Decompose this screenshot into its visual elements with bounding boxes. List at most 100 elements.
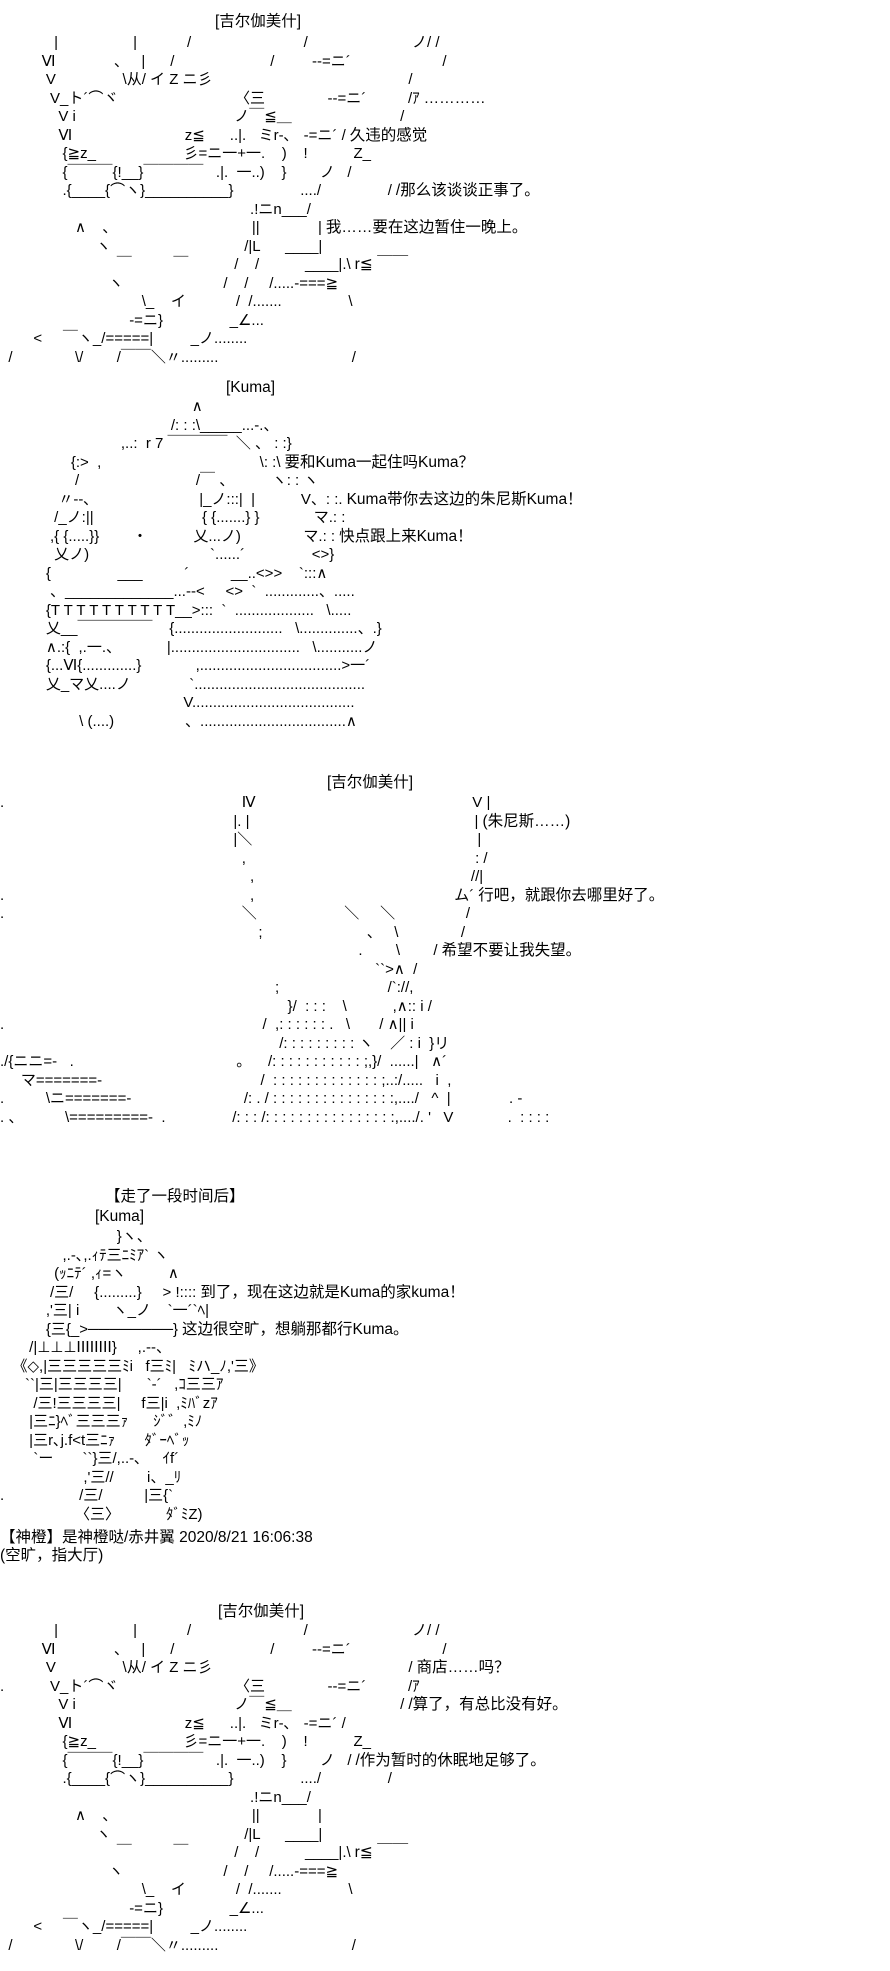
ascii-art-line: {≧z_ 彡=ニ一+一. ) ! Z_ (0, 145, 540, 164)
ascii-art-text: \ (....) 、..............................… (0, 712, 357, 730)
ascii-art-text: . V_ト´⌒ヾ 〈三 --=ニ´ /ｱ (0, 1677, 420, 1695)
ascii-art-line: Ⅵ z≦ ..|. ミr‐､ -=ニ´ /久违的感觉 (0, 127, 540, 146)
ascii-art-line: 乂_マ乂....ノ `.............................… (0, 676, 583, 695)
ascii-art-line: {:> , \: :\要和Kuma一起住吗Kuma？ (0, 454, 583, 473)
ascii-art-text: | | / / ノ/ / (0, 1622, 440, 1639)
ascii-art-line: . \ニ=======- /: . / : : : : : : : : : : … (0, 1090, 664, 1109)
ascii-art-line: V \从/ イ Z ニ彡 / (0, 71, 540, 90)
ascii-art-text: {:> , \: :\ (0, 453, 281, 471)
ascii-art-line: / \/ /￣￣＼〃......... / (0, 1937, 568, 1956)
ascii-art-line: }ヽ、 (0, 1228, 465, 1247)
ascii-art-line: |三r､j.f<t三ﾆｧ ﾀﾞｰﾍﾞｯ (0, 1432, 465, 1451)
ascii-art-text: ∧ (0, 398, 203, 415)
dialogue-line: 我……要在这边暂住一晚上。 (325, 219, 528, 236)
ascii-art-text: ./{ニニ=- . 。 /: : : : : : : : : : : ;,}/ … (0, 1053, 448, 1070)
ascii-art-text: V i ノ￣≦＿ / (0, 108, 405, 125)
ascii-art-text: |三r､j.f<t三ﾆｧ ﾀﾞｰﾍﾞｯ (0, 1431, 190, 1449)
ascii-art-text: ``>∧ / (0, 960, 418, 978)
ascii-art-text: ￣ ￣ / / ____|.\ (0, 256, 351, 273)
ascii-art-line: {...Ⅵ{.............} ,..................… (0, 657, 583, 676)
ascii-art-line: /: : : : : : : : : ヽ ／ : i }リ (0, 1035, 664, 1054)
ascii-art-text: /三/ {.........} > !:::: (0, 1283, 197, 1301)
ascii-art-line: }/ : : : \ ,∧:: i / (0, 998, 664, 1017)
ascii-art-line: 乂ノ) `......´ <>} (0, 546, 583, 565)
ascii-art-line: ヽ / / /.....-===≧ (0, 1863, 568, 1882)
ascii-art-line: 《◇,|三三三三三ﾐi f三ﾐ| ﾐハ_ﾉ,'三》 (0, 1358, 465, 1377)
ascii-art-line: `ー ``}三/,..-､ ｲf´ (0, 1450, 465, 1469)
ascii-art-line: V i ノ￣≦＿ / (0, 108, 540, 127)
ascii-art-line: 〈三〉 ﾀﾞﾐZ) (0, 1506, 465, 1525)
ascii-art-line: | | / / ノ/ / (0, 34, 540, 53)
ascii-art-line: \_ イ / /....... \ (0, 1881, 568, 1900)
ascii-art-text: |三ﾆ}ﾍﾞ三三三ｧ ｼﾞ゛,ﾐﾉ (0, 1413, 203, 1430)
ascii-art-text: Ⅵ 、 | / / --=ニ´ / (0, 1640, 447, 1658)
ascii-art-fragment: r≦ ￣￣ (354, 1844, 409, 1861)
ascii-art-text: |. | | (0, 812, 479, 830)
dialogue-line: 久违的感觉 (349, 126, 428, 144)
ascii-art-text: {￣￣￣{!__}￣￣￣￣ .|. 一..) } ノ / (0, 1751, 352, 1769)
ascii-art-text: < ￣ヽ_/=====| _ノ........ (0, 1918, 248, 1935)
ascii-art-text: {￣￣￣{!__}￣￣￣￣ .|. 一..) } ノ / (0, 163, 352, 181)
ascii-art-line: ,{ {.....}} ・ 乂...ノ) マ.: :快点跟上来Kuma！ (0, 528, 583, 547)
ascii-art-text: . \ニ=======- /: . / : : : : : : : : : : … (0, 1090, 523, 1107)
ascii-art-text: Ⅵ z≦ ..|. ミr‐､ -=ニ´ / (0, 126, 346, 144)
ascii-art-text: .{____{⌒ヽ}__________} ..../ / (0, 182, 392, 199)
ascii-art-line: Ⅵ z≦ ..|. ミr‐､ -=ニ´ / (0, 1715, 568, 1734)
ascii-art-text: . /三/ |三{` (0, 1487, 174, 1504)
ascii-art-line: -=ニ} _∠... (0, 1900, 568, 1919)
ascii-art-text: {T T T T T T T T T T__>::: ` ...........… (0, 601, 352, 619)
ascii-art-line: ,..: r 7 ￣￣￣￣ ＼ 、 : :} (0, 435, 583, 454)
ascii-art-text: {≧z_ 彡=ニ一+一. ) ! Z_ (0, 1733, 372, 1750)
dialogue-line: ………… (423, 89, 486, 107)
ascii-art-line: , //| (0, 868, 664, 887)
ascii-art-text: ,'三// i、_ﾘ (0, 1468, 182, 1486)
ascii-art: ∧ /: : :\_____...-.、 ,..: r 7 ￣￣￣￣ ＼ 、 :… (0, 398, 583, 731)
speaker-label: [Kuma] (226, 379, 276, 396)
ascii-art-text: -=ニ} _∠... (0, 1899, 264, 1917)
ascii-art-text: /: : :\_____...-.、 (0, 416, 279, 434)
ascii-art-line: /_ノ:|| { {.......} } マ.: : (0, 509, 583, 528)
ascii-art-line: . /三/ |三{` (0, 1487, 465, 1506)
ascii-art-line: ヽ /|L ____| (0, 1826, 568, 1845)
ascii-art-text: V_ト´⌒ヾ 〈三 --=ニ´ /ｱ (0, 89, 420, 107)
ascii-art-text: , //| (0, 868, 484, 885)
ascii-art: | | / / ノ/ / Ⅵ 、 | / / --=ニ´ / V (0, 34, 540, 367)
ascii-art: | | / / ノ/ / Ⅵ 、 | / / --=ニ´ / V (0, 1622, 568, 1955)
ascii-art-text: ￣ ￣ / / ____|.\ (0, 1844, 351, 1861)
ascii-art-line: ; 、 \ / (0, 924, 664, 943)
ascii-art-line: マ=======- / : : : : : : : : : : : : : ;.… (0, 1072, 664, 1091)
ascii-art-text: /三!三三三三| f三|i ,ﾐﾊﾞzｱ (0, 1394, 218, 1412)
ascii-art-text: ``|三|三三三三| `-´ ,ｺ三三ｱ (0, 1376, 224, 1393)
ascii-art-line: |. | |(朱尼斯……) (0, 813, 664, 832)
ascii-art-line: .{____{⌒ヽ}__________} ..../ //那么该谈谈正事了。 (0, 182, 540, 201)
ascii-art-line: , : / (0, 850, 664, 869)
dialogue-line: 行吧，就跟你去哪里好了。 (478, 886, 665, 904)
ascii-art-text: }/ : : : \ ,∧:: i / (0, 997, 432, 1015)
ascii-art-text: -=ニ} _∠... (0, 311, 264, 329)
ascii-art-line: / /￣ 、 ヽ: : ヽ (0, 472, 583, 491)
ascii-art-text: ∧ ､ || | (0, 219, 322, 236)
ascii-art-text: . \ / (0, 942, 438, 959)
ascii-art-line: V i ノ￣≦＿ //算了，有总比没有好。 (0, 1696, 567, 1715)
ascii-art-text: / \/ /￣￣＼〃......... / (0, 1936, 356, 1954)
ascii-art-line: {≧z_ 彡=ニ一+一. ) ! Z_ (0, 1733, 568, 1752)
ascii-art-text: V i ノ￣≦＿ / (0, 1696, 405, 1713)
ascii-art-text: |＼ | (0, 831, 482, 848)
dialogue-line: /那么该谈谈正事了。 (395, 182, 540, 199)
ascii-art-line: /: : :\_____...-.、 (0, 417, 583, 436)
ascii-art-text: {三{_>────────} (0, 1320, 178, 1338)
ascii-art-line: .{____{⌒ヽ}__________} ..../ / (0, 1770, 568, 1789)
ascii-art-text: .!ニn___/ (0, 1788, 311, 1806)
ascii-art-line: .!ニn___/ (0, 1789, 568, 1808)
ascii-art-text: (ｯﾆﾃ´ ,ｨ=ヽ ∧ (0, 1265, 179, 1282)
post-note: (空旷，指大厅) (0, 1547, 104, 1564)
dialogue-line: 希望不要让我失望。 (441, 942, 582, 959)
ascii-art-text: \_ イ / /....... \ (0, 1881, 353, 1898)
ascii-art-text: Ⅵ z≦ ..|. ミr‐､ -=ニ´ / (0, 1714, 346, 1732)
ascii-art-text: ヽ /|L ____| (0, 1825, 323, 1843)
dialogue-line: /作为暂时的休眠地足够了。 (355, 1751, 546, 1769)
ascii-art-text: /|⊥⊥⊥ⅠⅠⅠⅠⅠⅠⅠⅠ} ,.--、 (0, 1339, 171, 1356)
speaker-label: [吉尔伽美什] (215, 13, 302, 30)
ascii-art-text: ; 、 \ / (0, 923, 466, 941)
ascii-art: . Ⅳ V | |. | (0, 794, 664, 1127)
